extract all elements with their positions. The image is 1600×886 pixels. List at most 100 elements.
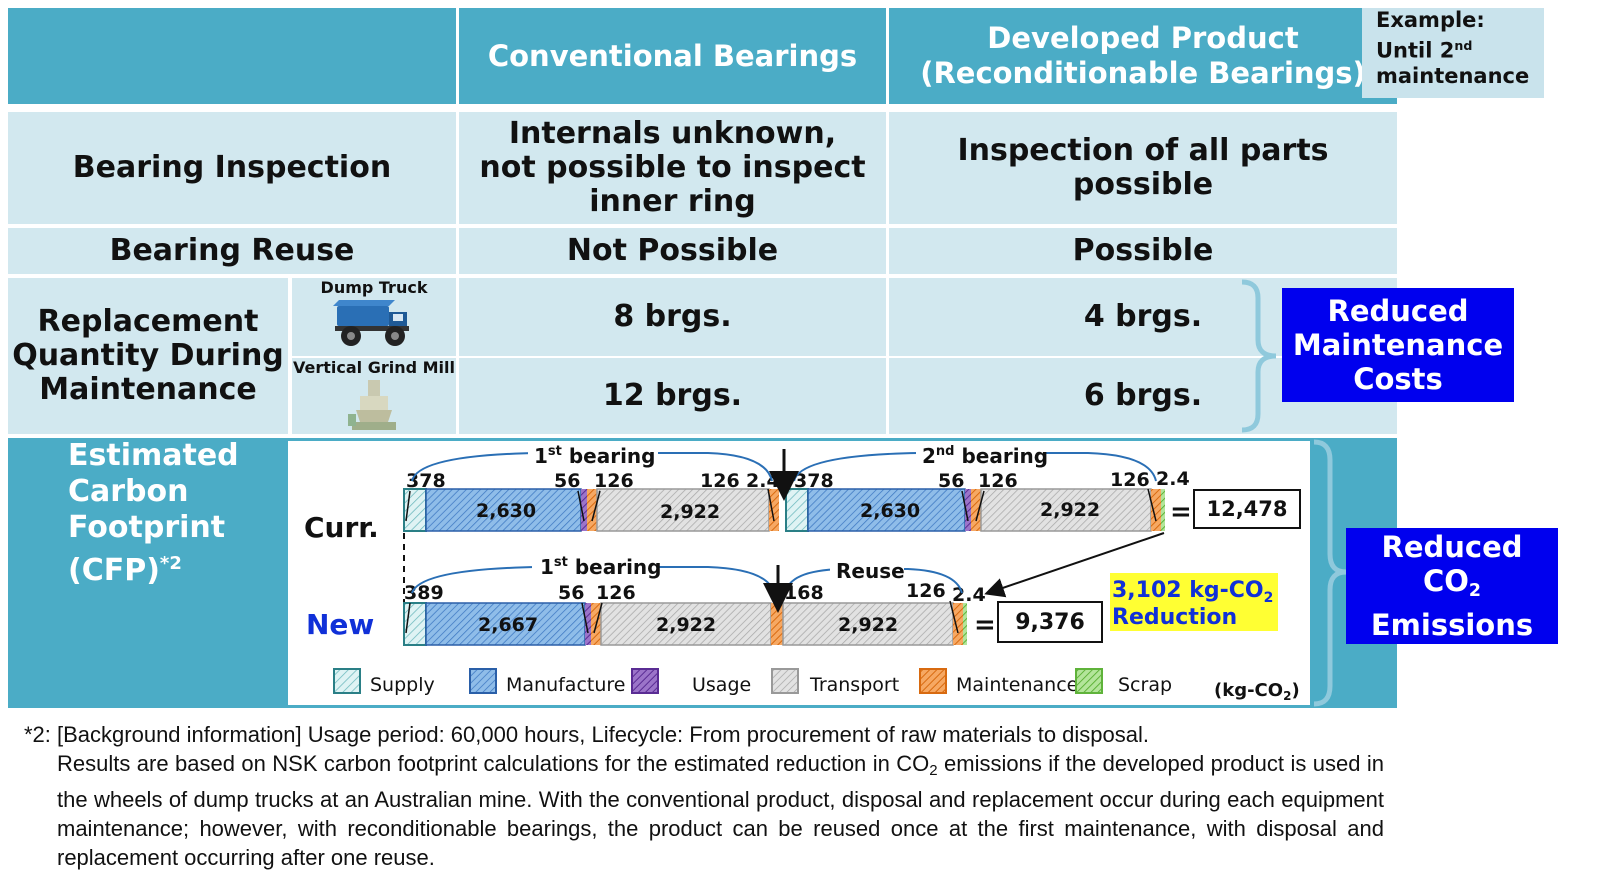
curr-manufacture2-seg [807, 488, 966, 532]
cfp-frame-bottom [288, 705, 1310, 708]
new-total-value: 9,376 [1015, 610, 1085, 635]
curr-total-box [1193, 489, 1301, 529]
curr-bar [403, 488, 1165, 532]
legend-supply-label: Supply [370, 674, 435, 696]
new-supply1-value: 389 [404, 582, 444, 604]
unit-label: (kg-CO2) [1214, 680, 1300, 703]
legend-usage-label: Usage [692, 674, 751, 696]
new-maint2-seg [953, 603, 963, 645]
legend-manufacture-label: Manufacture [506, 674, 625, 696]
reduced-maintenance-callout: Reduced Maintenance Costs [1282, 288, 1514, 402]
legend-usage-swatch [631, 668, 659, 694]
new-manufacture1-value: 2,667 [478, 614, 538, 636]
header-developed: Developed Product (Reconditionable Beari… [889, 8, 1397, 104]
legend-scrap-label: Scrap [1118, 674, 1172, 696]
curr-maint2b-seg [1151, 489, 1161, 531]
legend-maintenance-swatch [919, 668, 947, 694]
reuse-label: Bearing Reuse [8, 228, 456, 274]
footnote: *2: [Background information] Usage perio… [24, 720, 1384, 872]
curr-usage1-value: 56 [554, 470, 580, 492]
example-note: Example: Until 2nd maintenance [1362, 8, 1544, 98]
grind-mill-cell: Vertical Grind Mill [292, 358, 456, 434]
curr-row-label: Curr. [304, 511, 379, 544]
curr-maint2-value: 126 [1110, 469, 1150, 491]
new-scrap2-value: 2.4 [952, 584, 986, 606]
curr-supply1-value: 378 [406, 470, 446, 492]
curr-usage2-seg [965, 489, 971, 531]
curr-maint2a-seg [971, 489, 981, 531]
footnote-line1: *2: [Background information] Usage perio… [24, 722, 1149, 747]
new-reuse-maint-value: 168 [784, 582, 824, 604]
curr-scrap1-value: 2.4 [746, 470, 780, 492]
curr-manufacture2-value: 2,630 [860, 500, 920, 522]
new-usage1-value: 56 [558, 582, 584, 604]
legend: Supply Manufacture Usage Transport Maint… [333, 668, 1300, 703]
reuse-developed: Possible [889, 228, 1397, 274]
curr-transport1-seg [596, 488, 770, 532]
cfp-frame-top [288, 438, 1310, 441]
inspection-conventional: Internals unknown, not possible to inspe… [459, 112, 886, 224]
inspection-developed: Inspection of all parts possible [889, 112, 1397, 224]
header-conventional: Conventional Bearings [459, 8, 886, 104]
reduction-arrow [984, 532, 1165, 598]
new-bar [403, 602, 967, 646]
curr-scrap2-seg [1161, 489, 1165, 531]
curr-first-bearing-label: 1st bearing [534, 444, 656, 468]
mill-conventional-count: 12 brgs. [459, 358, 886, 434]
cfp-chart: Curr. New 378 2,630 56 126 2,922 126 2.4… [288, 441, 1310, 705]
footnote-body: Results are based on NSK carbon footprin… [57, 751, 1385, 870]
curr-scrap2-value: 2.4 [1156, 468, 1190, 490]
curr-supply2-seg [785, 488, 809, 532]
legend-scrap-swatch [1075, 668, 1103, 694]
curr-maint1-value: 126 [700, 470, 740, 492]
curr-transport1-value: 2,922 [660, 501, 720, 523]
legend-transport-label: Transport [809, 674, 899, 696]
new-tm1-value: 126 [596, 582, 636, 604]
maintenance-brace [1241, 279, 1277, 433]
new-usage1-seg [585, 603, 591, 645]
curr-tm2-value: 126 [978, 470, 1018, 492]
reduction-line2: Reduction [1112, 605, 1237, 630]
curr-maint1a-seg [587, 489, 597, 531]
reuse-conventional: Not Possible [459, 228, 886, 274]
curr-manufacture1-value: 2,630 [476, 500, 536, 522]
dump-conventional-count: 8 brgs. [459, 278, 886, 356]
new-manufacture1-seg [425, 602, 586, 646]
dump-truck-cell: Dump Truck [292, 278, 456, 356]
new-reuse-maint-seg [771, 603, 783, 645]
new-total-box [997, 601, 1103, 643]
curr-second-bearing-label: 2nd bearing [922, 444, 1048, 468]
new-maint2-value: 126 [906, 580, 946, 602]
reduced-co2-callout: Reduced CO2 Emissions [1346, 528, 1558, 644]
legend-maintenance-label: Maintenance [956, 674, 1078, 696]
new-first-bearing-label: 1st bearing [540, 555, 662, 579]
new-scrap2-seg [963, 603, 967, 645]
curr-transport2-seg [980, 488, 1152, 532]
new-transport2-value: 2,922 [838, 614, 898, 636]
new-eq: = [974, 610, 996, 640]
new-transport2-seg [782, 602, 954, 646]
new-reuse-label: Reuse [836, 559, 905, 583]
curr-usage2-value: 56 [938, 470, 964, 492]
inspection-label: Bearing Inspection [8, 112, 456, 224]
replacement-label: Replacement Quantity During Maintenance [8, 278, 288, 434]
curr-supply2-value: 378 [794, 470, 834, 492]
curr-eq: = [1170, 497, 1192, 527]
dump-truck-icon [333, 300, 409, 346]
co2-brace [1313, 439, 1347, 707]
legend-manufacture-swatch [469, 668, 497, 694]
curr-total-value: 12,478 [1206, 497, 1287, 521]
curr-tm1-value: 126 [594, 470, 634, 492]
grind-mill-icon [348, 380, 396, 430]
reduction-line1: 3,102 kg-CO2 [1112, 578, 1273, 606]
new-transport1-value: 2,922 [656, 614, 716, 636]
new-row-label: New [306, 608, 374, 641]
cfp-label: Estimated Carbon Footprint (CFP)*2 [8, 438, 288, 708]
new-transport1-seg [600, 602, 772, 646]
legend-supply-swatch [333, 668, 361, 694]
legend-transport-swatch [771, 668, 799, 694]
reduction-highlight [1110, 573, 1278, 631]
curr-maint1b-seg [769, 489, 779, 531]
curr-transport2-value: 2,922 [1040, 499, 1100, 521]
header-empty-cell [8, 8, 456, 104]
